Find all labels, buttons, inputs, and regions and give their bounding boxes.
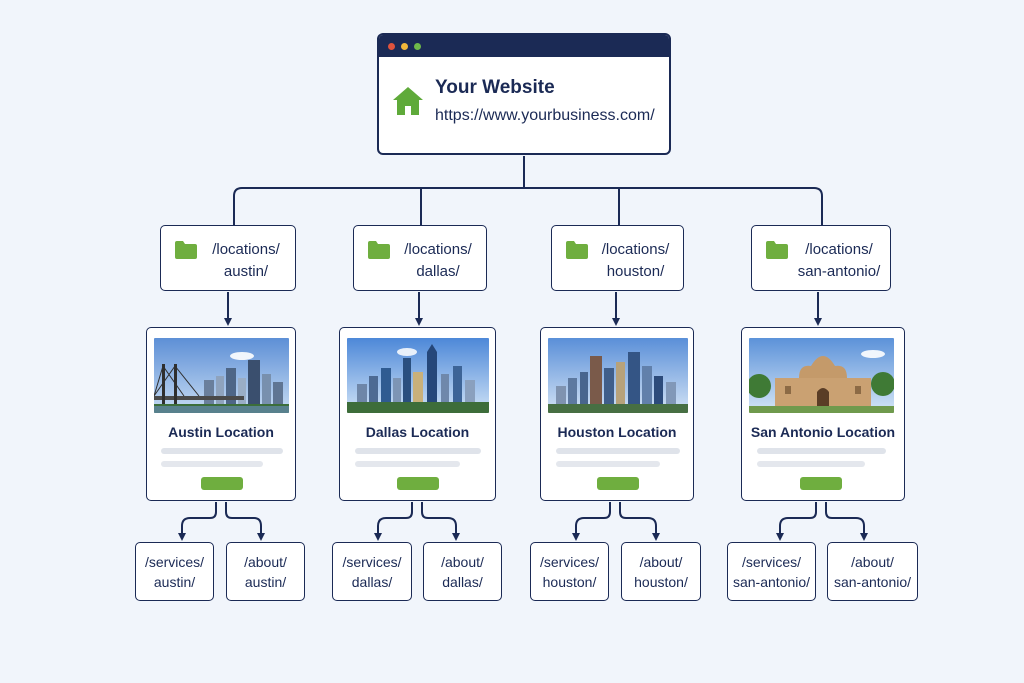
website-root-window: Your Website https://www.yourbusiness.co… — [377, 33, 671, 155]
leaf-services-san-antonio: /services/ san-antonio/ — [727, 542, 816, 601]
card-title: San Antonio Location — [750, 424, 896, 440]
leaf-slug: san-antonio/ — [732, 573, 811, 590]
split-houston-b — [619, 502, 660, 541]
card-title: Dallas Location — [365, 424, 470, 440]
folder-slug: san-antonio/ — [797, 263, 881, 280]
split-dallas-b — [421, 502, 460, 541]
window-close-dot — [388, 42, 395, 50]
window-minimize-dot — [401, 42, 408, 50]
window-maximize-dot — [414, 42, 421, 50]
placeholder-text-line — [556, 461, 660, 467]
card-title: Houston Location — [557, 424, 677, 440]
leaf-slug: dallas/ — [442, 573, 483, 590]
folder-locations-dallas: /locations/dallas/ — [353, 225, 487, 291]
folder-path: /locations/ — [212, 241, 280, 258]
folder-icon — [175, 241, 197, 259]
placeholder-text-line — [757, 461, 865, 467]
houston-skyline-image — [548, 338, 688, 413]
leaf-about-dallas: /about/ dallas/ — [423, 542, 502, 601]
leaf-about-austin: /about/ austin/ — [226, 542, 305, 601]
split-san-antonio — [776, 502, 817, 541]
card-cta-button[interactable] — [800, 477, 842, 490]
leaf-slug: houston/ — [542, 573, 597, 590]
leaf-path: /about/ — [639, 553, 683, 570]
placeholder-text-line — [161, 461, 263, 467]
leaf-about-houston: /about/ houston/ — [621, 542, 701, 601]
folder-path: /locations/ — [404, 241, 472, 258]
card-cta-button[interactable] — [597, 477, 639, 490]
folder-locations-austin: /locations/austin/ — [160, 225, 296, 291]
leaf-path: /services/ — [342, 553, 402, 570]
folder-path: /locations/ — [805, 241, 873, 258]
card-title: Austin Location — [168, 424, 274, 440]
folder-locations-houston: /locations/houston/ — [551, 225, 684, 291]
folder-icon — [368, 241, 390, 259]
folder-icon — [566, 241, 588, 259]
austin-skyline-image — [154, 338, 289, 413]
folder-icon — [766, 241, 788, 259]
house-icon — [393, 87, 423, 115]
card-austin-location: Austin Location — [146, 327, 296, 501]
leaf-services-austin: /services/ austin/ — [135, 542, 214, 601]
card-houston-location: Houston Location — [540, 327, 694, 501]
leaf-services-houston: /services/ houston/ — [530, 542, 609, 601]
window-titlebar — [379, 35, 669, 57]
card-cta-button[interactable] — [397, 477, 439, 490]
folder-slug: houston/ — [606, 263, 665, 280]
leaf-services-dallas: /services/ dallas/ — [332, 542, 412, 601]
folder-path: /locations/ — [601, 241, 670, 258]
split-houston — [572, 502, 611, 541]
leaf-slug: san-antonio/ — [833, 573, 912, 590]
placeholder-text-line — [355, 461, 460, 467]
folder-locations-san-antonio: /locations/san-antonio/ — [751, 225, 891, 291]
placeholder-text-line — [556, 448, 680, 454]
leaf-slug: austin/ — [244, 573, 287, 590]
leaf-slug: austin/ — [153, 573, 196, 590]
leaf-path: /services/ — [144, 553, 205, 570]
card-cta-button[interactable] — [201, 477, 243, 490]
leaf-path: /services/ — [539, 553, 600, 570]
placeholder-text-line — [355, 448, 481, 454]
folder-slug: austin/ — [223, 263, 269, 280]
split-dallas — [374, 502, 413, 541]
leaf-path: /about/ — [441, 553, 484, 570]
split-san-antonio-b — [825, 502, 868, 541]
alamo-mission-image — [749, 338, 894, 413]
leaf-path: /services/ — [741, 553, 802, 570]
leaf-about-san-antonio: /about/ san-antonio/ — [827, 542, 918, 601]
folder-slug: dallas/ — [416, 263, 460, 280]
card-dallas-location: Dallas Location — [339, 327, 496, 501]
split-austin-b — [225, 502, 265, 541]
branch-rail — [233, 187, 823, 225]
placeholder-text-line — [757, 448, 886, 454]
split-austin — [178, 502, 217, 541]
leaf-path: /about/ — [851, 553, 894, 570]
dallas-skyline-image — [347, 338, 489, 413]
website-title: Your Website — [435, 77, 555, 98]
placeholder-text-line — [161, 448, 283, 454]
leaf-slug: houston/ — [634, 573, 688, 590]
website-url: https://www.yourbusiness.com/ — [435, 107, 655, 124]
card-san-antonio-location: San Antonio Location — [741, 327, 905, 501]
leaf-path: /about/ — [244, 553, 287, 570]
leaf-slug: dallas/ — [351, 573, 393, 590]
